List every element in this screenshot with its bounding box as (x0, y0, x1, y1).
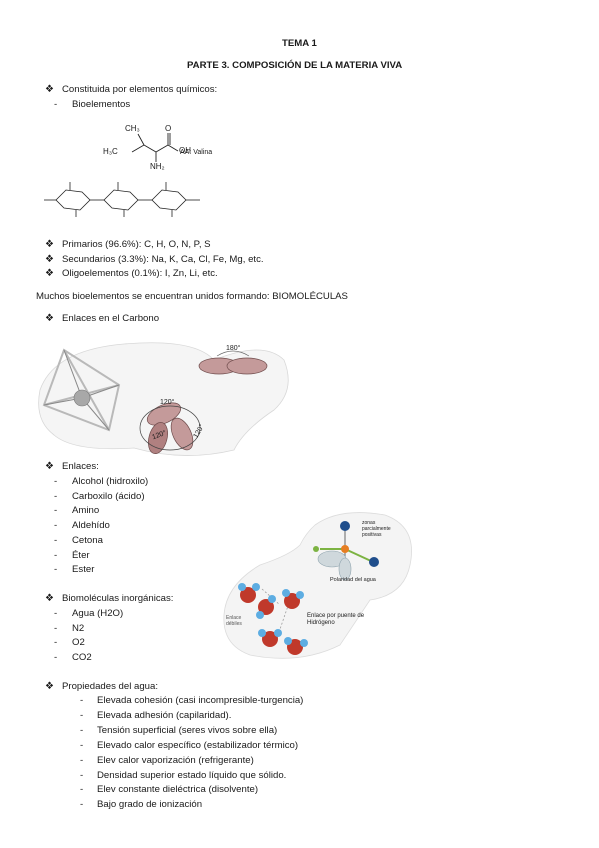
sub-item-bioelementos: Bioelementos (72, 99, 131, 110)
dash-marker: - (80, 769, 84, 781)
element-list-item: Secundarios (3.3%): Na, K, Ca, Cl, Fe, M… (62, 253, 264, 265)
bond-item: Éter (72, 549, 90, 561)
carbon-geometry-figure (38, 342, 289, 456)
dash-marker: - (54, 637, 58, 649)
bond-item: Cetona (72, 534, 103, 546)
water-property-item: Elev constante dieléctrica (disolvente) (97, 784, 259, 796)
section-heading-water-properties: Propiedades del agua: (62, 681, 159, 692)
section-heading-inorganic: Biomoléculas inorgánicas: (62, 593, 174, 604)
water-property-item: Elev calor vaporización (refrigerante) (97, 754, 254, 766)
water-property-item: Densidad superior estado líquido que sól… (97, 769, 287, 781)
bullet-icon: ❖ (45, 84, 54, 95)
dash-marker: - (54, 490, 58, 502)
valine-nh2: NH₂ (150, 162, 165, 171)
bond-item: Alcohol (hidroxilo) (72, 476, 149, 487)
dash-marker: - (80, 799, 84, 811)
dash-marker: - (80, 739, 84, 751)
water-property-item: Elevada adhesión (capilaridad). (97, 709, 232, 721)
valine-structure (131, 133, 179, 162)
bond-item: Ester (72, 564, 95, 576)
dash-marker: - (80, 709, 84, 721)
dash-marker: - (54, 564, 58, 576)
biomolecules-line: Muchos bioelementos se encuentran unidos… (36, 291, 348, 302)
valine-ch3: CH₃ (125, 124, 140, 133)
section-heading-elements: Constituida por elementos químicos: (62, 84, 218, 95)
dash-marker: - (54, 476, 58, 487)
dash-marker: - (54, 622, 58, 634)
valine-oh: OH (179, 146, 191, 155)
dash-marker: - (80, 754, 84, 766)
dash-marker: - (80, 724, 84, 736)
angle-180-label: 180° (226, 345, 241, 352)
bullet-icon: ❖ (45, 461, 54, 472)
bullet-icon: ❖ (45, 268, 54, 279)
bullet-icon: ❖ (45, 253, 54, 265)
inorganic-item: CO2 (72, 652, 92, 664)
doc-title: TEMA 1 (282, 38, 317, 49)
water-molecule-figure (223, 512, 412, 659)
dash-marker: - (54, 99, 58, 110)
dash-marker: - (54, 505, 58, 517)
polysaccharide-chain-diagram (44, 182, 200, 217)
dash-marker: - (80, 784, 84, 796)
inorganic-item: Agua (H2O) (72, 608, 124, 619)
dash-marker: - (54, 520, 58, 532)
bond-item: Amino (72, 505, 100, 517)
water-property-item: Bajo grado de ionización (97, 799, 203, 811)
angle-120-label: 120° (160, 399, 175, 406)
zones-label: zonas parcialmente positivas (362, 520, 391, 538)
polarity-label: Polaridad del agua (330, 577, 376, 583)
valine-h3c: H₃C (103, 147, 118, 156)
dash-marker: - (54, 549, 58, 561)
bond-item: Aldehído (72, 520, 110, 532)
bullet-icon: ❖ (45, 239, 54, 250)
inorganic-item: O2 (72, 637, 85, 649)
section-heading-carbon: Enlaces en el Carbono (62, 313, 160, 324)
water-property-item: Elevado calor específico (estabilizador … (97, 739, 299, 751)
valine-caption: AA: Valina (180, 149, 213, 156)
dash-marker: - (80, 695, 84, 706)
doc-subtitle: PARTE 3. COMPOSICIÓN DE LA MATERIA VIVA (187, 60, 403, 71)
covalent-label: Enlace débiles (226, 615, 242, 627)
water-property-item: Tensión superficial (seres vivos sobre e… (97, 724, 278, 736)
element-list-item: Primarios (96.6%): C, H, O, N, P, S (62, 239, 211, 250)
bullet-icon: ❖ (45, 593, 54, 604)
dash-marker: - (54, 652, 58, 664)
element-list-item: Oligoelementos (0.1%): I, Zn, Li, etc. (62, 268, 218, 279)
bullet-icon: ❖ (45, 681, 54, 692)
water-property-item: Elevada cohesión (casi incompresible-tur… (97, 695, 304, 706)
bullet-icon: ❖ (45, 313, 54, 324)
valine-o: O (165, 124, 172, 133)
dash-marker: - (54, 534, 58, 546)
section-heading-bonds: Enlaces: (62, 461, 99, 472)
inorganic-item: N2 (72, 622, 85, 634)
bond-item: Carboxilo (ácido) (72, 490, 145, 502)
dash-marker: - (54, 608, 58, 619)
hbond-label: Enlace por puente de Hidrógeno (307, 613, 365, 626)
